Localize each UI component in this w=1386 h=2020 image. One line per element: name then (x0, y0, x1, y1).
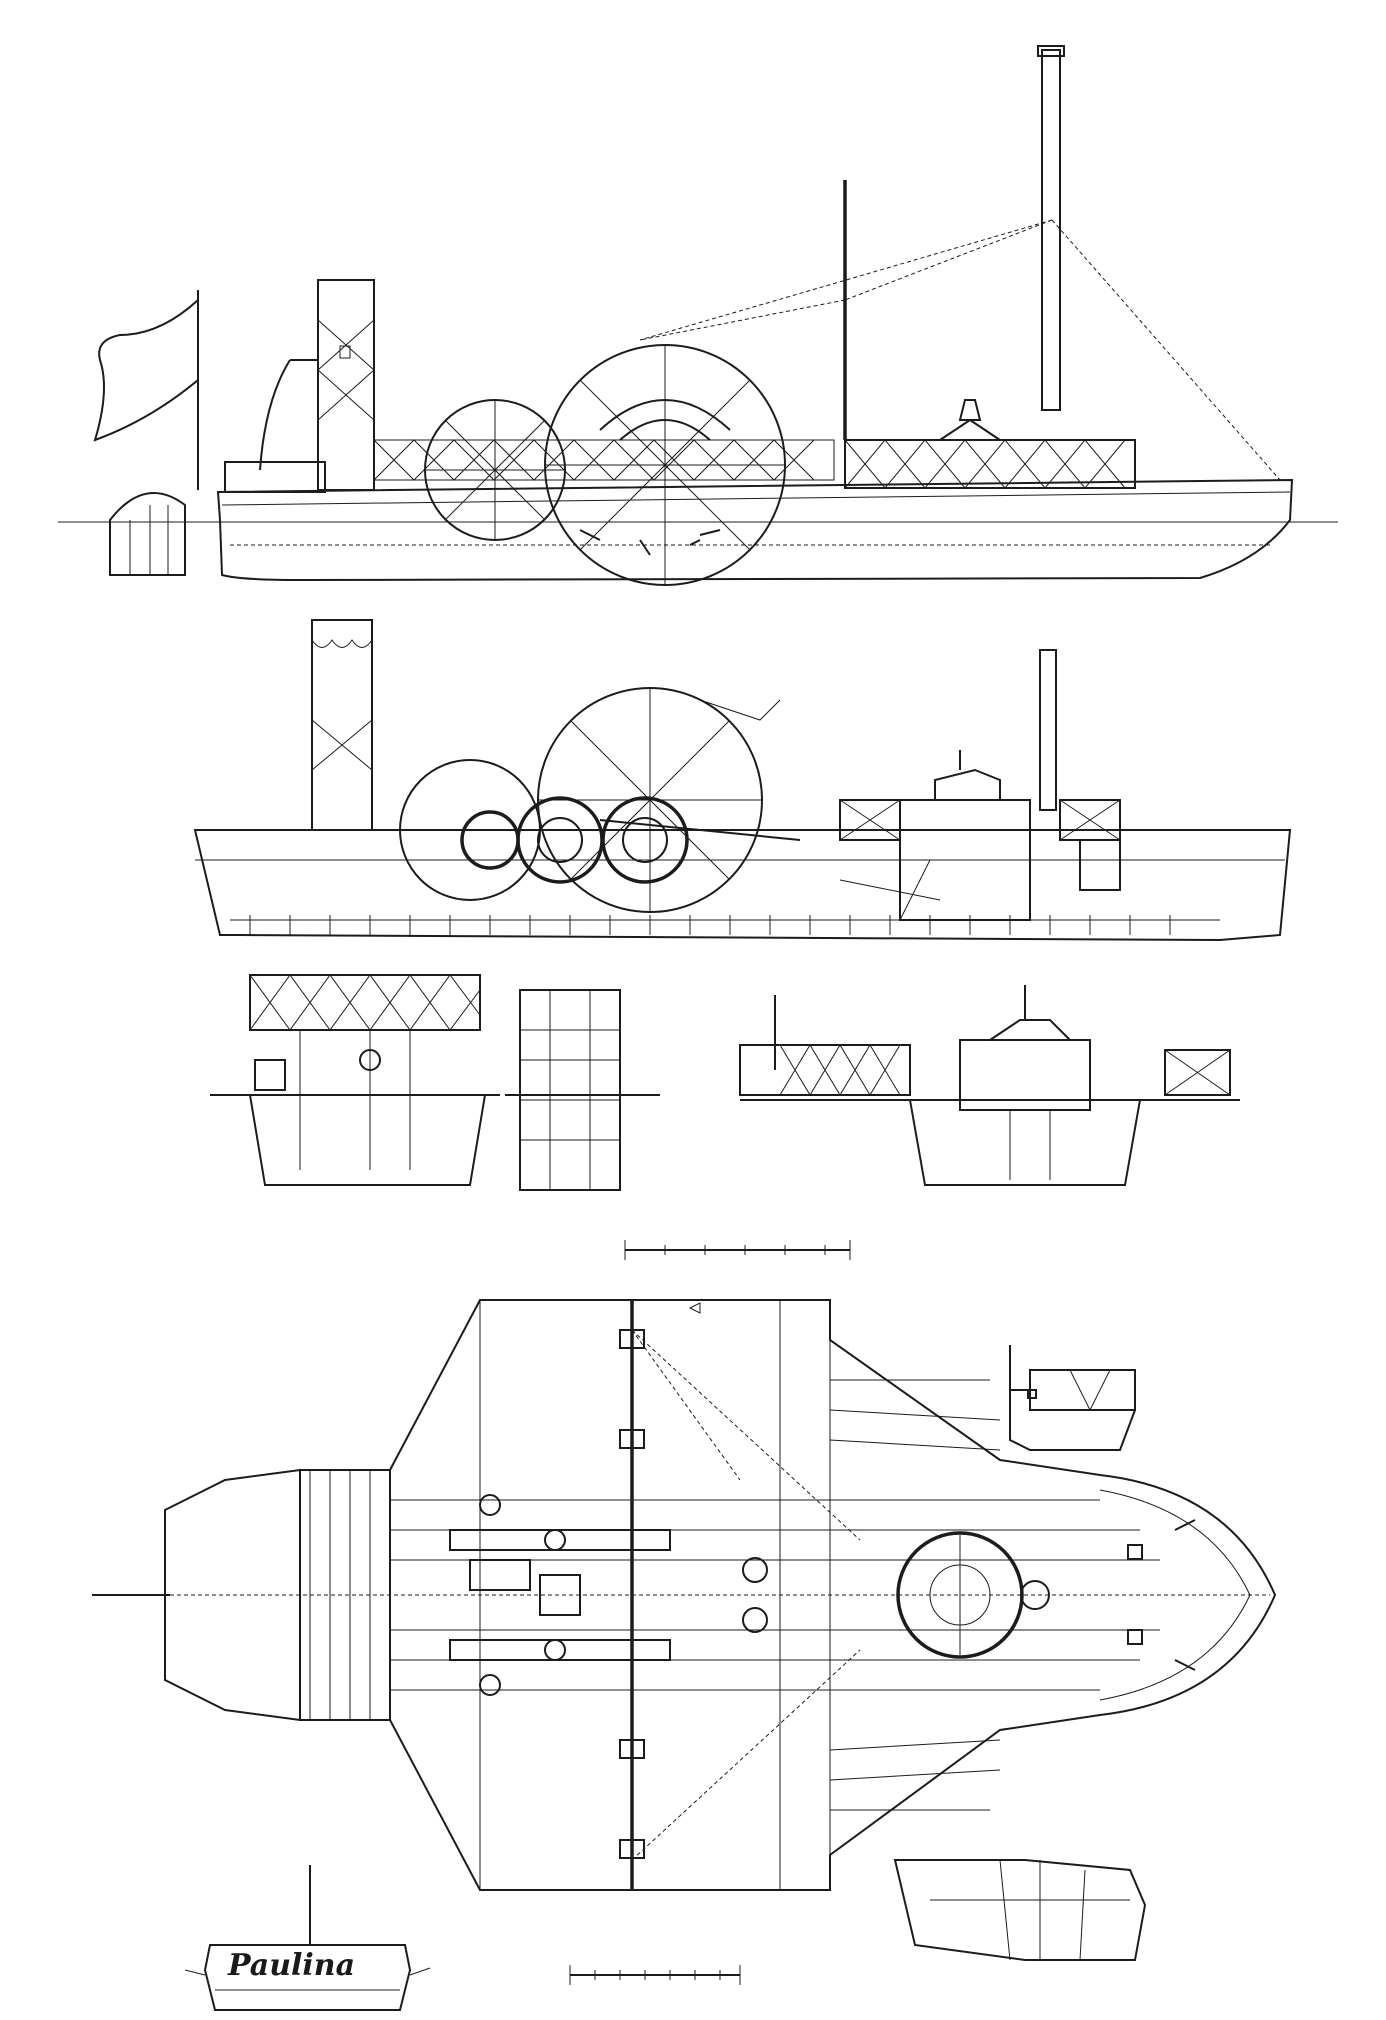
bow-profile-detail (893, 1859, 1147, 1961)
lattice-railing (373, 439, 815, 481)
plan-engine-bed-upper (449, 1529, 671, 1551)
hull-detail-section (1009, 1345, 1136, 1451)
deck-line (221, 491, 1291, 506)
rudder-arch (109, 492, 186, 576)
direction-arrow (688, 1302, 701, 1314)
connecting-rod (599, 819, 801, 841)
stern-cabin (224, 461, 326, 493)
cross-section-right-lattice (739, 1044, 911, 1096)
cross-sections (210, 974, 1240, 1260)
cross-section-left-lattice (249, 974, 481, 1031)
plan-funnel (1020, 1580, 1050, 1610)
boiler (899, 799, 1031, 921)
steam-dome (939, 399, 1001, 441)
cross-section-left-hull (249, 1094, 486, 1186)
gear-center (516, 796, 604, 884)
forward-deckhouse (844, 439, 1136, 489)
stern-rail (259, 359, 318, 471)
scale-bar-upper (624, 1240, 851, 1260)
longitudinal-section (193, 619, 1292, 942)
hull-profile (216, 478, 1294, 582)
gear-right (601, 796, 689, 884)
section-funnel (1039, 649, 1057, 811)
cross-section-right-boiler (959, 1039, 1091, 1111)
stern-stack (317, 279, 375, 491)
section-hull (193, 829, 1292, 942)
keel-frames (249, 915, 1171, 935)
plan-deck-outline (389, 1299, 1277, 1891)
plan-planking (390, 1499, 1160, 1691)
funnel (1041, 49, 1061, 411)
cross-section-center (519, 989, 621, 1191)
flag (93, 299, 199, 442)
section-stern-stack (311, 619, 373, 831)
stern-transom (203, 1944, 412, 2011)
stern-name-plate: Paulina (227, 1948, 355, 1983)
cross-section-right-hull (909, 1099, 1141, 1186)
plan-engine-bed-lower (449, 1639, 671, 1661)
exterior-side-elevation (58, 45, 1338, 586)
scale-bar-lower (569, 1965, 741, 1985)
stern-nameplate-view: Paulina (184, 1865, 431, 2011)
plan-view (92, 1299, 1277, 1891)
